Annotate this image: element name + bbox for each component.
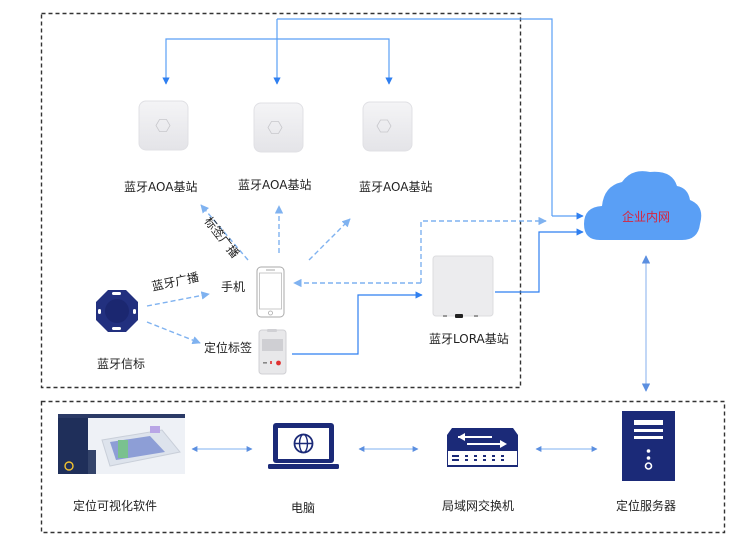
- network-to-aoa-lines: [162, 18, 584, 220]
- tag-to-lora-line: [292, 291, 423, 355]
- aoa-base-station-icon: [253, 102, 304, 153]
- lora-to-intranet-dashed: [420, 216, 547, 283]
- tag-broadcast-arrows: [146, 204, 547, 345]
- lora-uplink-lines: [292, 228, 584, 355]
- broadcast-arrow-right: [308, 218, 351, 261]
- cloud-icon: [584, 171, 702, 240]
- location-tag-icon: [258, 329, 287, 375]
- aoa-station-label: 蓝牙AOA基站: [359, 180, 433, 194]
- aoa-station-label: 蓝牙AOA基站: [124, 180, 198, 194]
- cloud-label: 企业内网: [622, 210, 671, 224]
- lora-to-intranet-line: [495, 228, 584, 293]
- lower-group-box: [40, 400, 726, 534]
- aoa-station-label: 蓝牙AOA基站: [238, 178, 312, 192]
- computer-label: 电脑: [291, 501, 316, 515]
- phone-label: 手机: [221, 280, 246, 294]
- beacon-label: 蓝牙信标: [97, 357, 146, 371]
- network-switch-icon: [447, 428, 518, 467]
- server-icon: [622, 411, 675, 481]
- aoa-base-station-icon: [362, 101, 413, 152]
- laptop-globe-icon: [268, 423, 339, 469]
- beacon-to-tag-arrow: [146, 321, 201, 345]
- server-label: 定位服务器: [616, 499, 677, 513]
- smartphone-icon: [256, 266, 285, 318]
- switch-label: 局域网交换机: [442, 499, 515, 513]
- visualization-software-screenshot: [58, 414, 185, 474]
- beacon-to-phone-arrow: [146, 291, 210, 307]
- lora-base-station-icon: [432, 255, 494, 318]
- aoa-branch-right: [277, 38, 393, 85]
- aoa-base-station-icon: [138, 100, 189, 151]
- upper-group-box: [40, 12, 522, 389]
- lora-station-label: 蓝牙LORA基站: [429, 332, 509, 346]
- tag-label: 定位标签: [204, 341, 253, 355]
- bluetooth-beacon-icon: [96, 290, 138, 332]
- aoa-branch-left: [162, 38, 277, 85]
- broadcast-arrow-left: [200, 204, 249, 261]
- software-label: 定位可视化软件: [73, 499, 158, 513]
- intranet-feed-line: [277, 18, 553, 216]
